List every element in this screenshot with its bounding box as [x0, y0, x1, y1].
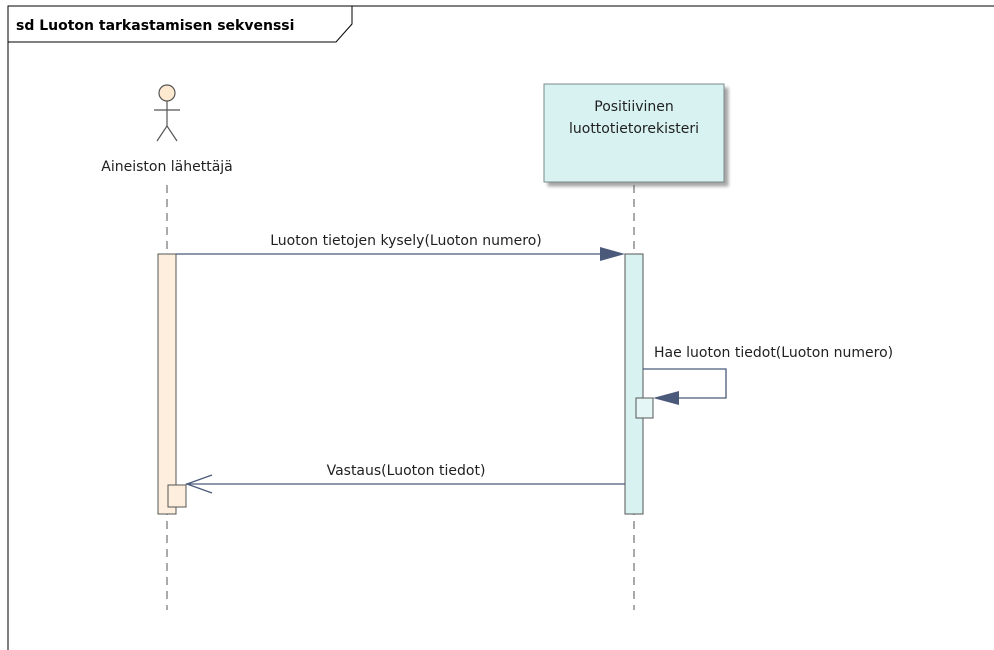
self-call-activation-bar	[635, 397, 654, 419]
message-label: Hae luoton tiedot(Luoton numero)	[654, 345, 893, 361]
actor-aineiston-lahettaja[interactable]: Aineiston lähettäjä	[101, 84, 233, 175]
filled-arrowhead-icon	[653, 391, 679, 405]
actor-label: Aineiston lähettäjä	[101, 159, 233, 175]
message-label: Vastaus(Luoton tiedot)	[327, 463, 486, 479]
frame-title: sd Luoton tarkastamisen sekvenssi	[16, 18, 294, 34]
frame-title-tab	[7, 5, 353, 43]
participant-positiivinen-luottotietorekisteri[interactable]: Positiivinen luottotietorekisteri	[543, 83, 725, 183]
reply-activation-bar	[167, 484, 187, 508]
participant-activation-bar	[624, 253, 644, 515]
participant-label-line1: Positiivinen	[594, 99, 674, 115]
message-hae-luoton-tiedot[interactable]: Hae luoton tiedot(Luoton numero)	[643, 345, 893, 405]
actor-activation-bar	[157, 253, 177, 515]
message-line	[643, 368, 727, 399]
message-vastaus[interactable]: Vastaus(Luoton tiedot)	[185, 463, 625, 494]
stick-figure-actor-icon	[154, 84, 180, 142]
message-luoton-tietojen-kysely[interactable]: Luoton tietojen kysely(Luoton numero)	[176, 233, 625, 261]
filled-arrowhead-icon	[600, 247, 625, 261]
participant-box	[543, 83, 725, 183]
diagram-frame: sd Luoton tarkastamisen sekvenssi	[7, 5, 994, 650]
open-arrowhead-icon	[185, 474, 213, 494]
participant-label-line2: luottotietorekisteri	[569, 121, 699, 137]
message-label: Luoton tietojen kysely(Luoton numero)	[270, 233, 542, 249]
